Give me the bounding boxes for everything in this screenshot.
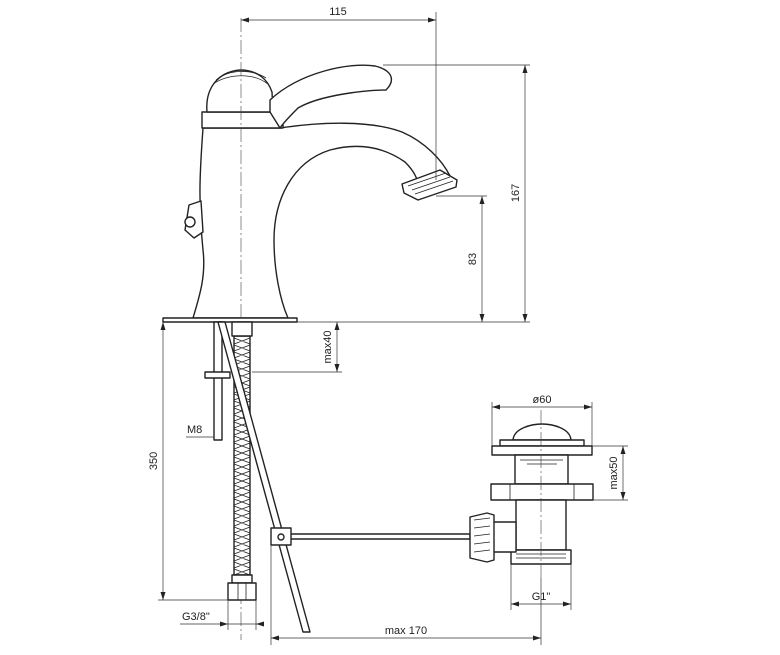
dim-115-label: 115	[329, 6, 347, 18]
dim-167-label: 167	[510, 184, 522, 202]
dim-g1-label: G1"	[532, 591, 551, 603]
dim-83-label: 83	[467, 253, 479, 265]
dim-diam60-label: ø60	[533, 394, 552, 406]
dim-g38-label: G3/8"	[182, 611, 210, 623]
link-rod	[270, 527, 471, 546]
dim-max170-label: max 170	[385, 625, 427, 637]
faucet-body	[162, 64, 458, 323]
dimension-lines	[158, 12, 628, 645]
popup-waste	[469, 423, 594, 565]
dim-m8-label: M8	[187, 424, 202, 436]
dim-350-label: 350	[148, 452, 160, 470]
dim-max50-label: max50	[608, 456, 620, 489]
dim-max40-label: max40	[322, 330, 334, 363]
